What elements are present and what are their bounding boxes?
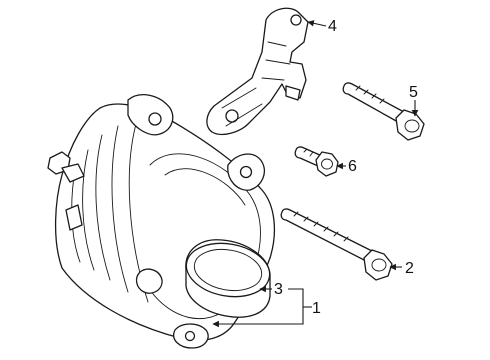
- short-bolt: [294, 146, 339, 177]
- bolt-head-6: [315, 151, 339, 177]
- callout-2: 2: [405, 260, 414, 277]
- callout-6: 6: [348, 158, 357, 175]
- callout-5: 5: [409, 84, 418, 101]
- bolt-head-5: [395, 109, 425, 141]
- bracket-top-hole: [290, 14, 302, 26]
- callout-4: 4: [328, 18, 337, 35]
- mounting-bracket: [206, 7, 309, 136]
- upper-mount-hole: [148, 112, 162, 126]
- callout-1: 1: [312, 300, 321, 317]
- leader-4: [307, 20, 327, 27]
- callout-3: 3: [274, 281, 283, 298]
- right-mount-hole: [239, 165, 253, 179]
- long-bolt-upper: [342, 82, 425, 141]
- bracket-body: [206, 7, 309, 136]
- bolt-head-2: [363, 249, 393, 281]
- side-connector: [65, 204, 83, 231]
- long-bolt-lower: [280, 208, 393, 281]
- pulley: [185, 239, 271, 318]
